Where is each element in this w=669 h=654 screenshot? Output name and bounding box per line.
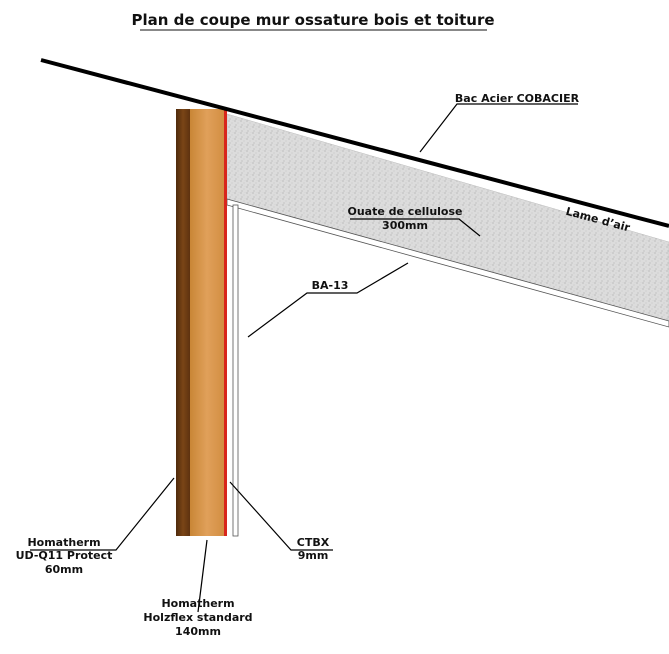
leader-ext-panel (30, 477, 175, 551)
label-insulation-name: Ouate de cellulose (347, 205, 462, 218)
label-ba13: BA-13 (312, 279, 349, 292)
label-ext-panel-line3: 60mm (45, 563, 83, 576)
label-int-panel-line3: 140mm (175, 625, 221, 638)
leader-insulation (350, 218, 481, 237)
label-ctbx-name: CTBX (297, 536, 330, 549)
homatherm-udq11-panel (176, 109, 190, 536)
label-int-panel-line1: Homatherm (161, 597, 234, 610)
leader-roof-sheet (419, 103, 578, 153)
leader-int-panel (197, 539, 208, 613)
label-roof-sheet: Bac Acier COBACIER (455, 92, 580, 105)
label-ext-panel-line2: UD-Q11 Protect (16, 549, 113, 562)
label-ctbx-thickness: 9mm (298, 549, 329, 562)
label-insulation-thickness: 300mm (382, 219, 428, 232)
homatherm-holzflex-panel (190, 109, 224, 536)
ctbx-board (224, 109, 227, 536)
leader-ctbx (229, 481, 333, 551)
diagram-title: Plan de coupe mur ossature bois et toitu… (131, 11, 494, 29)
leader-ba13 (247, 262, 409, 338)
label-ext-panel-line1: Homatherm (27, 536, 100, 549)
label-int-panel-line2: Holzflex standard (143, 611, 252, 624)
ba13-wall-board (232, 204, 239, 537)
roof-steel-sheet (40, 58, 669, 228)
